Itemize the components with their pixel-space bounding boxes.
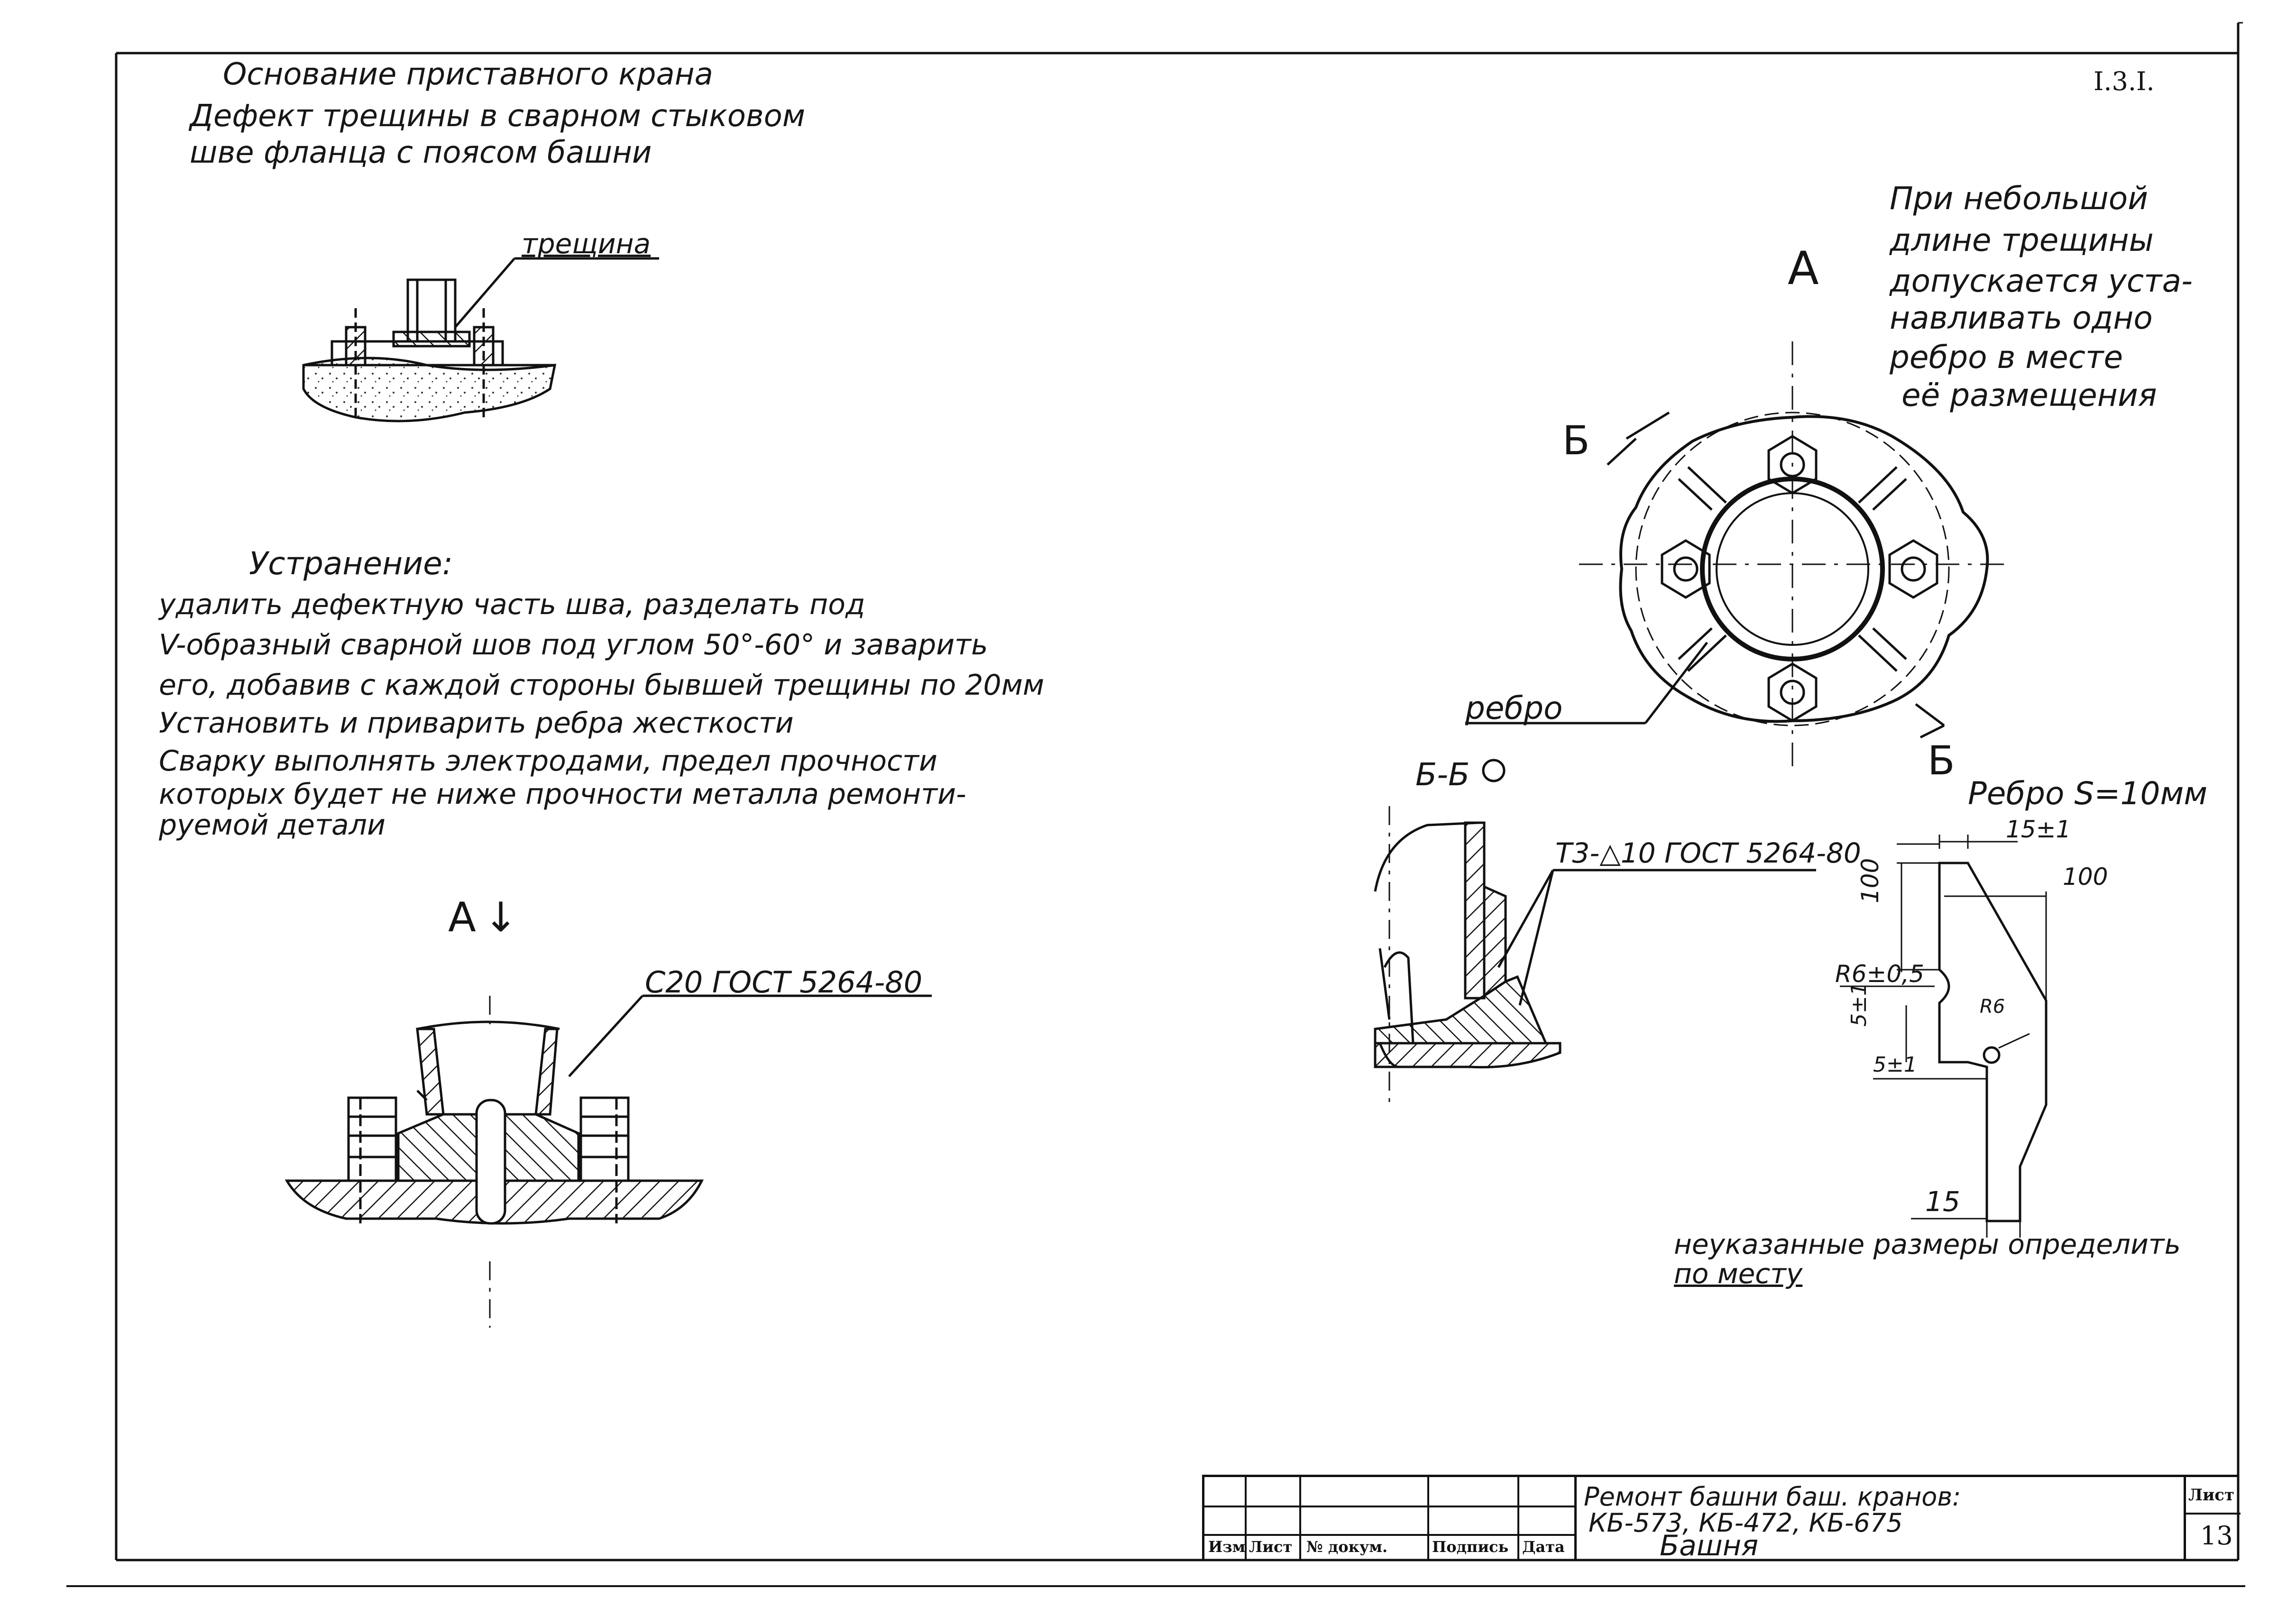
section-a-drawing bbox=[285, 994, 932, 1328]
rib-title: Ребро S=10мм bbox=[1968, 775, 2208, 812]
note-line-3: допускается уста- bbox=[1890, 263, 2193, 299]
dim-5pm1-a: 5±1 bbox=[1847, 983, 1871, 1027]
tb-header-izm: Изм bbox=[1208, 1538, 1246, 1556]
rib-label: ребро bbox=[1465, 690, 1563, 726]
note-line-1: При небольшой bbox=[1890, 180, 2148, 217]
bottom-note-line-2: по месту bbox=[1674, 1258, 1803, 1290]
bolt-top bbox=[1767, 435, 1818, 495]
tb-header-date: Дата bbox=[1522, 1538, 1565, 1556]
weld-c20-label: С20 ГОСТ 5264-80 bbox=[645, 965, 923, 1000]
title-line-1: Основание приставного крана bbox=[223, 57, 713, 92]
repair-line-1: удалить дефектную часть шва, разделать п… bbox=[159, 588, 865, 621]
bolt-right bbox=[1888, 539, 1938, 599]
section-bb-label: Б-Б bbox=[1415, 756, 1470, 793]
repair-line-6: которых будет не ниже прочности металла … bbox=[159, 778, 966, 811]
repair-line-2: V-образный сварной шов под углом 50°-60°… bbox=[159, 628, 988, 661]
note-line-2: длине трещины bbox=[1890, 222, 2154, 258]
bolt-bottom bbox=[1767, 662, 1818, 722]
sheet-frame bbox=[66, 22, 2245, 1587]
dim-5pm1-b: 5±1 bbox=[1873, 1053, 1917, 1077]
tb-header-sign: Подпись bbox=[1432, 1538, 1509, 1556]
tb-title-line-1: Ремонт башни баш. кранов: bbox=[1584, 1482, 1961, 1512]
dim-100-horizontal: 100 bbox=[2063, 863, 2108, 891]
view-a-label: А bbox=[1788, 242, 1819, 295]
note-line-4: навливать одно bbox=[1890, 300, 2153, 336]
section-b-right-label: Б bbox=[1928, 737, 1955, 784]
title-line-3: шве фланца с поясом башни bbox=[190, 135, 652, 170]
tb-sheet-label: Лист bbox=[2188, 1486, 2235, 1505]
dim-15: 15 bbox=[1925, 1185, 1960, 1218]
note-line-5: ребро в месте bbox=[1890, 339, 2123, 376]
tb-title-line-2: КБ-573, КБ-472, КБ-675 bbox=[1589, 1508, 1903, 1538]
repair-line-3: его, добавив с каждой стороны бывшей тре… bbox=[159, 669, 1045, 702]
tb-header-list: Лист bbox=[1249, 1538, 1293, 1556]
crack-location-sketch bbox=[302, 257, 659, 422]
view-a-plan bbox=[1465, 341, 2011, 768]
dim-r6: R6 bbox=[1980, 996, 2005, 1018]
bottom-note-line-1: неуказанные размеры определить bbox=[1674, 1228, 2181, 1260]
dim-r6pm05: R6±0,5 bbox=[1835, 960, 1924, 988]
title-line-2: Дефект трещины в сварном стыковом bbox=[190, 99, 806, 134]
section-bb-drawing bbox=[1374, 759, 1816, 1110]
tb-header-doc: № докум. bbox=[1306, 1538, 1388, 1556]
view-a-arrow-label: А bbox=[448, 894, 476, 941]
crack-label: трещина bbox=[522, 228, 651, 260]
weld-t3-label: Т3-△10 ГОСТ 5264-80 bbox=[1555, 837, 1861, 869]
repair-line-4: Установить и приварить ребра жесткости bbox=[159, 707, 794, 740]
tb-title-line-3: Башня bbox=[1660, 1529, 1759, 1562]
repair-line-7: руемой детали bbox=[159, 808, 386, 842]
title-block: Изм Лист № докум. Подпись Дата Ремонт ба… bbox=[1202, 1475, 2241, 1562]
section-b-left-label: Б bbox=[1562, 417, 1590, 464]
bolt-left bbox=[1661, 539, 1711, 599]
rib-detail-drawing bbox=[1840, 835, 2048, 1238]
dim-100-vertical: 100 bbox=[1856, 858, 1884, 903]
view-a-arrow-mark: ↓ bbox=[484, 894, 518, 941]
sheet-code: I.3.I. bbox=[2094, 66, 2155, 96]
repair-heading: Устранение: bbox=[249, 545, 453, 582]
tb-sheet-number: 13 bbox=[2200, 1521, 2233, 1551]
dim-15pm1: 15±1 bbox=[2006, 816, 2071, 843]
repair-line-5: Сварку выполнять электродами, предел про… bbox=[159, 744, 937, 778]
note-line-6: её размещения bbox=[1901, 377, 2157, 413]
